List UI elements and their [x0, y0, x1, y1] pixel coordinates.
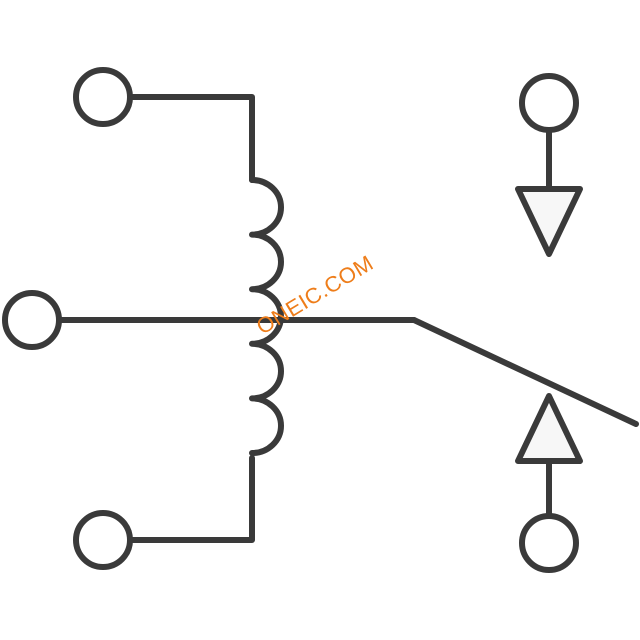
coil-bottom-lead	[127, 455, 255, 543]
switch-arm	[411, 317, 639, 427]
nc-contact	[515, 127, 583, 257]
no-contact	[515, 393, 583, 519]
relay-coil	[249, 177, 284, 456]
coil-terminal-top	[73, 67, 133, 127]
nc-terminal	[519, 73, 579, 133]
coil-terminal-bottom	[73, 510, 133, 570]
coil-top-lead	[127, 94, 255, 183]
no-terminal	[519, 513, 579, 573]
common-terminal	[2, 290, 62, 350]
